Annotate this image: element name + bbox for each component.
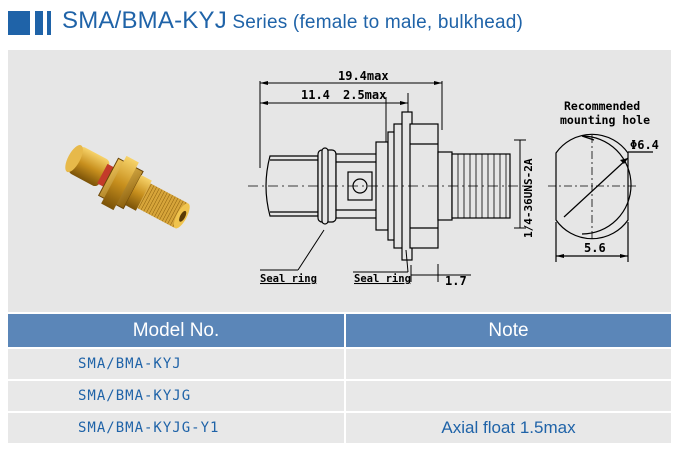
title-series: Series (female to male, bulkhead) [226,12,524,33]
page-title: SMA/BMA-KYJ Series (female to male, bulk… [62,7,523,35]
hole-flat-width: 5.6 [584,241,606,255]
connector-photo [65,145,190,229]
header-model-no: Model No. [8,314,344,347]
note-cell: Axial float 1.5max [344,411,671,443]
model-cell: SMA/BMA-KYJG-Y1 [8,411,344,443]
note-cell [344,379,671,411]
hole-title-line-1: Recommended [564,99,640,113]
header-note: Note [344,314,671,347]
title-block-small [47,11,51,35]
table-row: SMA/BMA-KYJG-Y1 Axial float 1.5max [8,411,671,443]
model-cell: SMA/BMA-KYJ [8,347,344,379]
title-block-large [8,11,30,35]
drawing-canvas: 19.4max 11.4 2.5max 1/4-36UNS-2A 1.7 Sea… [65,69,659,288]
connector-drawing [248,111,528,261]
table-row: SMA/BMA-KYJG [8,379,671,411]
seal-ring-label-2: Seal ring [354,273,411,285]
hole-diameter: Φ6.4 [630,138,659,152]
dim-bottom: 1.7 [445,274,467,288]
mounting-hole-drawing [548,133,653,262]
dim-flange: 2.5max [343,88,386,102]
title-model: SMA/BMA-KYJ [62,7,227,34]
seal-ring-label-1: Seal ring [260,273,317,285]
dim-front-length: 11.4 [301,88,330,102]
model-cell: SMA/BMA-KYJG [8,379,344,411]
table-header-row: Model No. Note [8,314,671,347]
dim-total-length: 19.4max [338,69,389,83]
product-figure: 19.4max 11.4 2.5max 1/4-36UNS-2A 1.7 Sea… [8,50,671,312]
table-row: SMA/BMA-KYJ [8,347,671,379]
thread-spec: 1/4-36UNS-2A [522,158,535,238]
leader-lines [260,229,409,273]
title-block-medium [35,11,43,35]
page-header: SMA/BMA-KYJ Series (female to male, bulk… [0,0,679,48]
hole-title-line-2: mounting hole [560,113,650,127]
note-cell [344,347,671,379]
model-table: Model No. Note SMA/BMA-KYJ SMA/BMA-KYJG … [8,314,671,443]
